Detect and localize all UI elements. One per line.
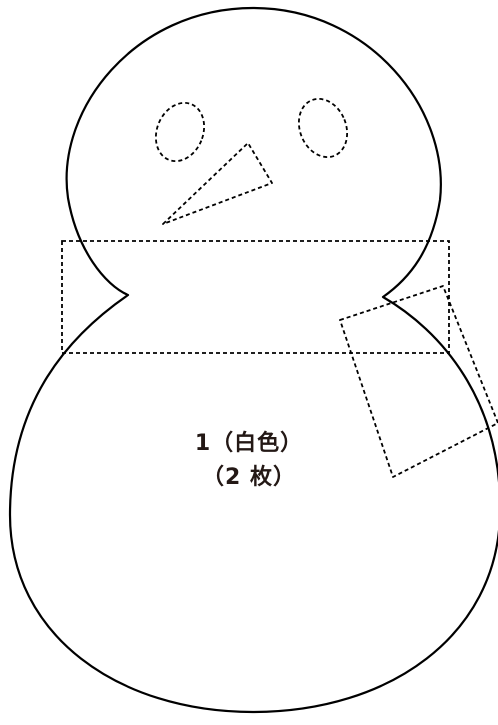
snowman-outline bbox=[8, 6, 498, 714]
scarf-tail-placement bbox=[339, 285, 498, 478]
left-eye-placement bbox=[154, 101, 206, 163]
scarf-band-placement bbox=[61, 240, 450, 354]
count-label: （2 枚） bbox=[202, 465, 296, 490]
right-eye-placement bbox=[297, 97, 349, 159]
part-label: 1（白色） bbox=[194, 431, 304, 456]
nose-placement bbox=[162, 142, 273, 225]
